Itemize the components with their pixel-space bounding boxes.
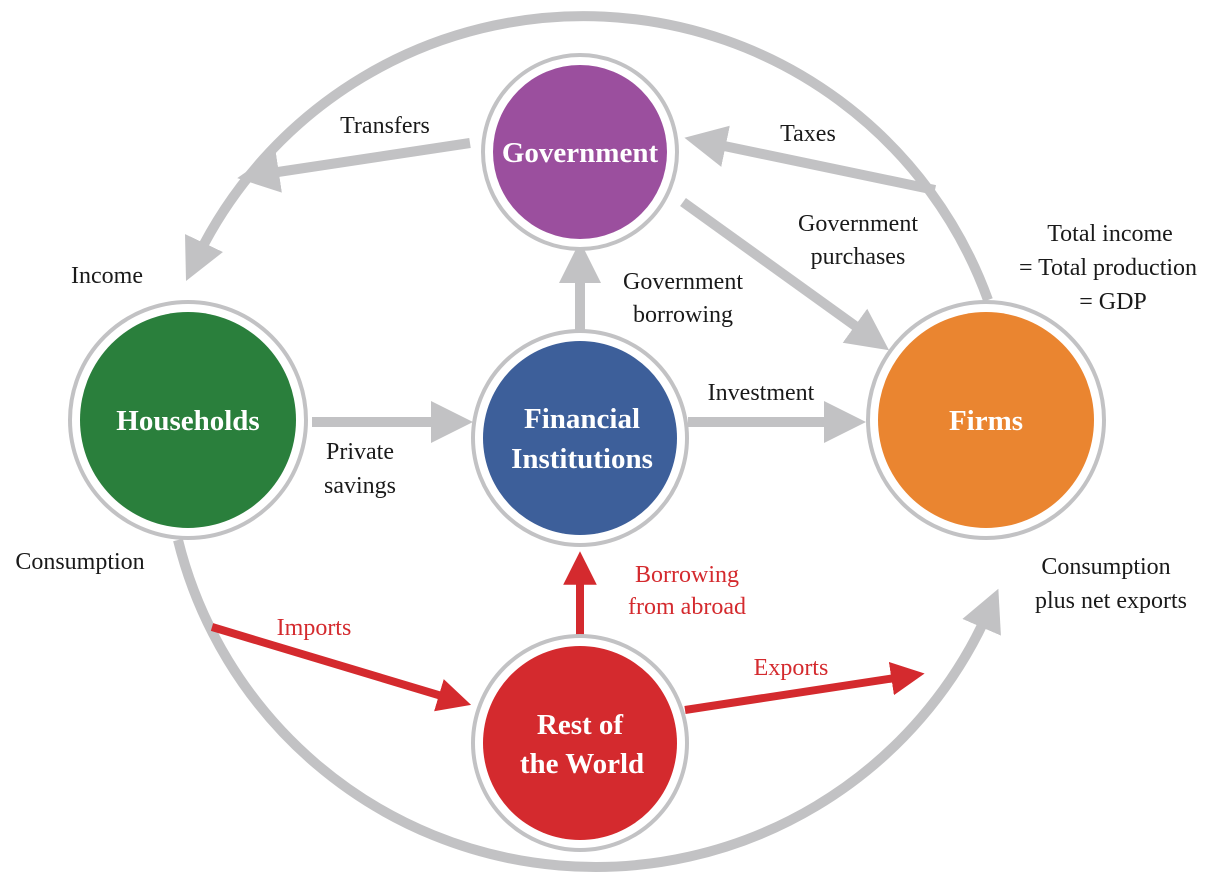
consumption-net-exports-label-line2: plus net exports: [1035, 588, 1187, 614]
private-savings-label-line1: Private: [326, 439, 394, 465]
financial-institutions-node: Financial Institutions: [471, 329, 689, 547]
consumption-label: Consumption: [15, 549, 144, 575]
firms-node: Firms: [866, 300, 1106, 540]
borrowing-abroad-label-line1: Borrowing: [635, 562, 739, 588]
private-savings-label-line2: savings: [324, 473, 396, 499]
exports-arrow: [684, 661, 925, 714]
financial-institutions-label-line2: Institutions: [511, 443, 653, 475]
households-label: Households: [116, 405, 259, 437]
government-purchases-label-line1: Government: [798, 211, 918, 237]
gdp-label-line1: Total income: [1047, 221, 1173, 247]
imports-label: Imports: [277, 615, 352, 641]
gdp-label-line2: = Total production: [1019, 255, 1197, 281]
taxes-label: Taxes: [780, 121, 836, 147]
borrowing-abroad-label-line2: from abroad: [628, 594, 746, 620]
rest-of-world-node: Rest of the World: [471, 634, 689, 852]
gdp-label-line3: = GDP: [1079, 289, 1147, 315]
government-node: Government: [481, 53, 679, 251]
imports-arrow: [210, 623, 472, 712]
exports-label: Exports: [754, 655, 829, 681]
taxes-arrow: [684, 125, 937, 195]
transfers-label: Transfers: [340, 113, 430, 139]
investment-label: Investment: [708, 380, 815, 406]
households-node: Households: [68, 300, 308, 540]
firms-label: Firms: [949, 405, 1023, 437]
financial-institutions-label-line1: Financial: [524, 403, 640, 435]
income-label: Income: [71, 263, 143, 289]
rest-of-world-label-line1: Rest of: [537, 709, 624, 741]
outer-arc-top: [185, 11, 993, 302]
government-label: Government: [502, 137, 659, 169]
rest-of-world-label-line2: the World: [520, 748, 644, 780]
government-purchases-label-line2: purchases: [811, 244, 906, 270]
government-borrowing-label-line1: Government: [623, 269, 743, 295]
consumption-net-exports-label-line1: Consumption: [1041, 554, 1170, 580]
transfers-arrow: [237, 138, 471, 193]
government-borrowing-label-line2: borrowing: [633, 302, 733, 328]
outer-arc-bottom: [173, 538, 1001, 872]
government-purchases-arrow: [680, 197, 890, 351]
